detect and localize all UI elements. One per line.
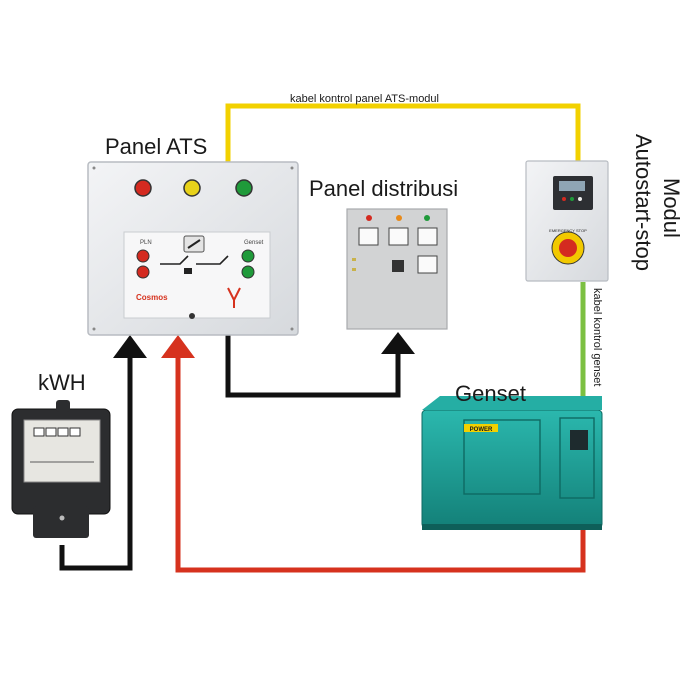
label-cable-ats-modul: kabel kontrol panel ATS-modul xyxy=(290,93,439,105)
label-panel-distribusi: Panel distribusi xyxy=(309,176,459,201)
modul-emergency-text: EMERGENCY STOP xyxy=(549,228,587,233)
pln-line-kwh-ats xyxy=(59,352,133,571)
modul-autostart: EMERGENCY STOP xyxy=(525,160,609,282)
ats-pln-button-1 xyxy=(136,249,150,263)
distribusi-lamp-orange xyxy=(396,215,402,221)
ats-brand-logo: Cosmos xyxy=(136,293,168,302)
distribusi-lamp-green xyxy=(424,215,430,221)
distribusi-lamp-red xyxy=(366,215,372,221)
genset-brand: POWER xyxy=(470,427,493,433)
control-cable-ats-modul xyxy=(225,103,581,168)
ats-y-logo xyxy=(227,287,241,308)
genset-unit: POWER xyxy=(421,396,603,530)
label-genset: Genset xyxy=(455,381,526,406)
genset-line-ats xyxy=(175,352,586,573)
pln-arrow-up xyxy=(113,335,147,358)
ats-genset-button-1 xyxy=(241,249,255,263)
distribusi-arrow-up xyxy=(381,332,415,354)
ats-indicator-yellow xyxy=(183,179,201,197)
ats-pln-label: PLN xyxy=(140,240,152,246)
ats-key-lock xyxy=(189,313,195,319)
distribusi-selector xyxy=(392,260,404,272)
distribusi-meter-2 xyxy=(388,227,409,246)
label-modul-line2: Autostart-stop xyxy=(631,134,656,271)
distribusi-meter-1 xyxy=(358,227,379,246)
ats-pln-button-2 xyxy=(136,265,150,279)
kwh-meter xyxy=(11,400,111,538)
distribusi-meter-4 xyxy=(417,255,438,274)
genset-brand-plate xyxy=(464,424,498,432)
genset-arrow-up xyxy=(161,335,195,358)
ats-genset-button-2 xyxy=(241,265,255,279)
distribusi-meter-3 xyxy=(417,227,438,246)
ats-genset-label: Genset xyxy=(244,240,264,246)
ats-indicator-red xyxy=(134,179,152,197)
line-ats-distribusi xyxy=(225,335,401,398)
label-modul-line1: Modul xyxy=(659,178,684,238)
ats-indicator-green xyxy=(235,179,253,197)
panel-ats: PLN Genset Cosmos xyxy=(87,161,299,336)
ats-transfer-symbol xyxy=(160,255,229,265)
label-panel-ats: Panel ATS xyxy=(105,134,208,159)
panel-distribusi xyxy=(346,208,448,330)
label-kwh: kWH xyxy=(38,370,86,395)
label-cable-genset: kabel kontrol genset xyxy=(591,288,603,387)
genset-control-panel xyxy=(570,430,588,450)
modul-emergency-button xyxy=(559,239,577,257)
